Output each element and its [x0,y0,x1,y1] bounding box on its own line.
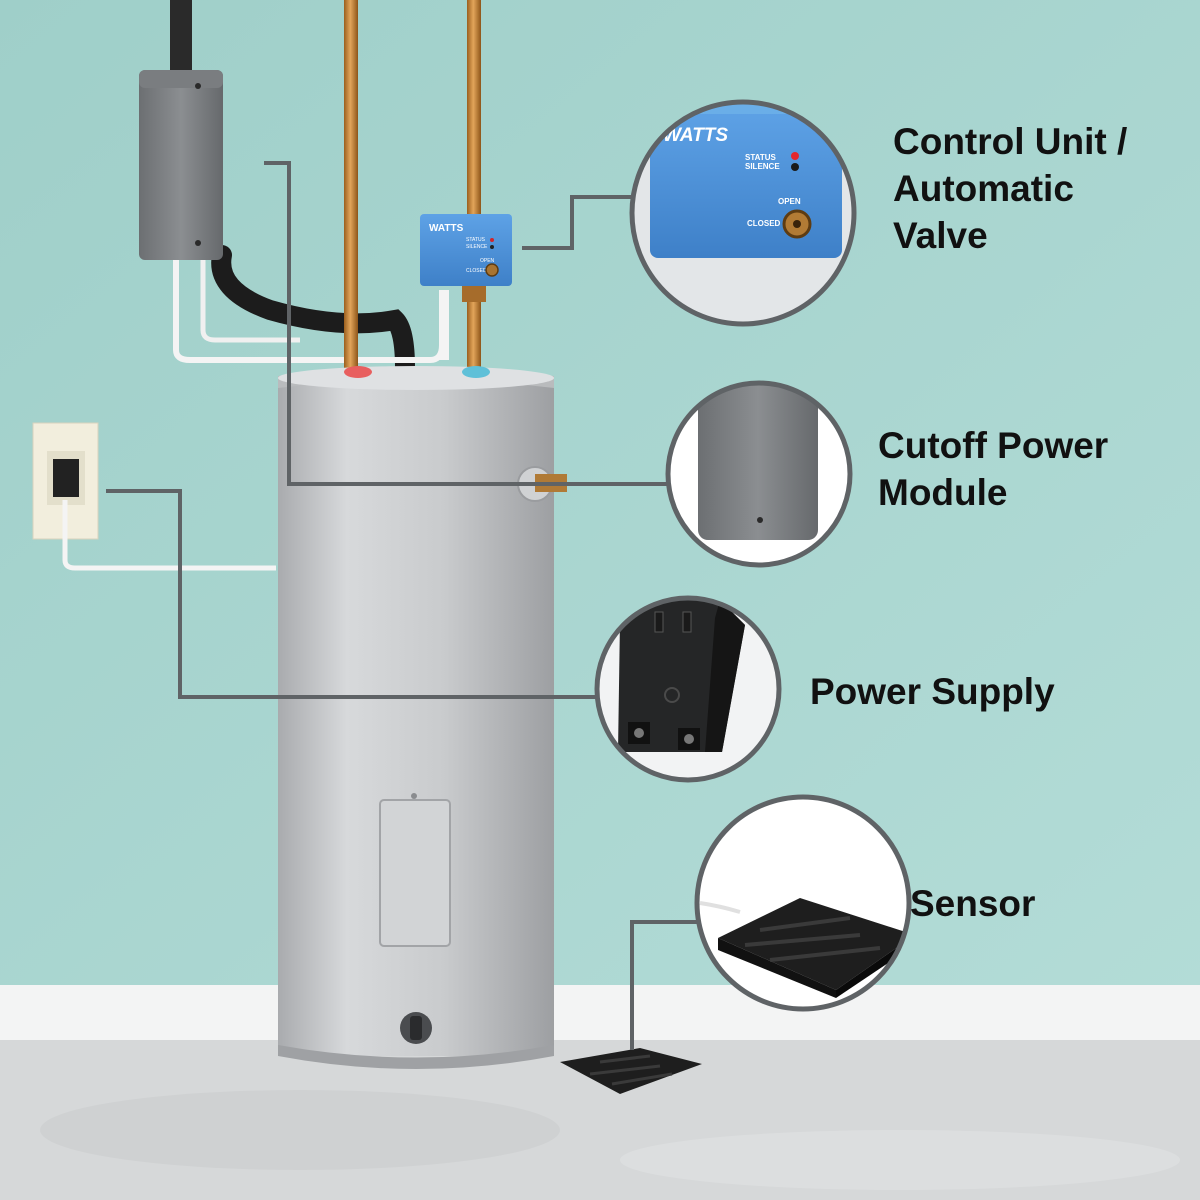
silence-label-small: SILENCE [466,244,488,250]
label-control-unit-line-3: Valve [893,215,988,256]
label-cutoff-module: Cutoff Power Module [878,422,1108,516]
connector-control-unit [522,195,632,250]
connector-cutoff-module [264,161,668,486]
label-cutoff-line-1: Cutoff Power [878,425,1109,466]
water-heater-tank [278,366,567,1069]
label-control-unit: Control Unit / Automatic Valve [893,118,1127,259]
copper-pipe-hot [344,0,358,370]
silence-label: SILENCE [745,162,780,171]
sensor-on-floor [560,1048,702,1094]
callout-sensor [694,794,912,1012]
tank-access-panel [379,799,451,947]
closed-label: CLOSED [747,219,781,228]
label-cutoff-line-2: Module [878,472,1008,513]
open-label: OPEN [778,197,801,206]
brand-logo: WATTS [663,125,728,146]
connector-lines [106,161,697,1050]
brand-logo-small: WATTS [429,223,464,234]
callout-control-unit: WATTS STATUS SILENCE OPEN CLOSED [629,99,857,327]
wall-outlet [32,422,276,571]
label-sensor-line-1: Sensor [910,883,1036,924]
status-label-small: STATUS [466,237,486,243]
copper-pipe-cold [467,0,481,370]
control-unit-on-pipe: WATTS STATUS SILENCE OPEN CLOSED [420,214,512,286]
cutoff-power-module-wall [139,70,223,260]
status-led [791,152,799,160]
connector-sensor [630,920,697,1050]
label-power-supply-line-1: Power Supply [810,671,1055,712]
callout-cutoff-module [665,380,853,568]
status-label: STATUS [745,153,776,162]
closed-label-small: CLOSED [466,268,487,274]
callout-power-supply [594,595,782,783]
label-control-unit-line-2: Automatic [893,168,1074,209]
baseboard [0,985,1200,1040]
connector-power-supply [106,489,597,699]
open-label-small: OPEN [480,258,495,264]
label-power-supply: Power Supply [810,668,1055,715]
label-sensor: Sensor [910,880,1035,927]
silence-led [791,163,799,171]
label-control-unit-line-1: Control Unit / [893,121,1128,162]
